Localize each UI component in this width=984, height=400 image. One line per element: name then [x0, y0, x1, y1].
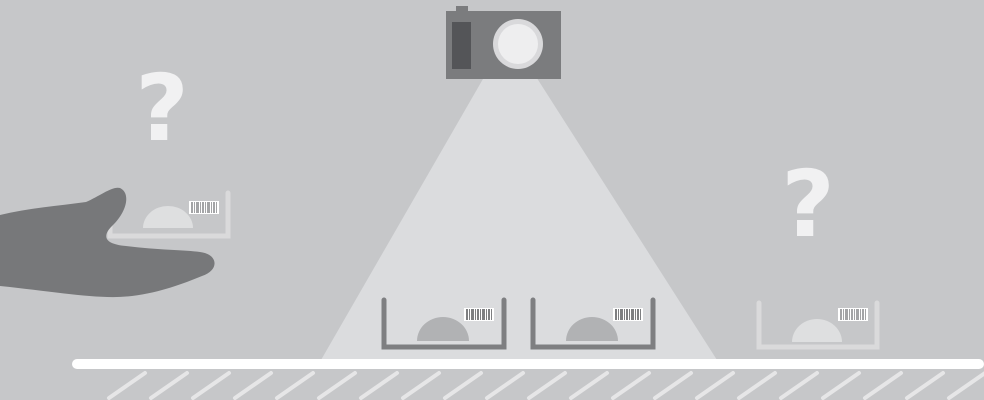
ground-hatching	[109, 373, 984, 398]
hatch-mark	[823, 373, 859, 398]
camera-view-beam	[321, 72, 717, 360]
hatch-mark	[949, 373, 984, 398]
barcode-icon	[464, 308, 494, 321]
hatch-mark	[193, 373, 229, 398]
hatch-mark	[361, 373, 397, 398]
question-mark-icon-left: ?	[135, 55, 188, 162]
shelf-surface	[72, 359, 984, 369]
hatch-mark	[781, 373, 817, 398]
question-mark-icon-right: ?	[781, 151, 834, 258]
hatch-mark	[655, 373, 691, 398]
hatch-mark	[235, 373, 271, 398]
hatch-mark	[151, 373, 187, 398]
hatch-mark	[277, 373, 313, 398]
barcode-icon	[189, 201, 219, 214]
hatch-mark	[445, 373, 481, 398]
hatch-mark	[571, 373, 607, 398]
hatch-mark	[487, 373, 523, 398]
camera-icon	[446, 6, 561, 79]
dome-item-icon	[792, 319, 842, 342]
hatch-mark	[697, 373, 733, 398]
hatch-mark	[865, 373, 901, 398]
hatch-mark	[907, 373, 943, 398]
hatch-mark	[403, 373, 439, 398]
hatch-mark	[319, 373, 355, 398]
dome-item-icon	[143, 206, 193, 228]
hatch-mark	[529, 373, 565, 398]
hatch-mark	[613, 373, 649, 398]
hatch-mark	[109, 373, 145, 398]
hand-icon	[0, 188, 215, 297]
barcode-icon	[838, 308, 868, 321]
hatch-mark	[739, 373, 775, 398]
barcode-icon	[613, 308, 643, 321]
tray-held-out-of-view	[110, 193, 228, 236]
tray-right-out-of-view	[759, 303, 877, 347]
